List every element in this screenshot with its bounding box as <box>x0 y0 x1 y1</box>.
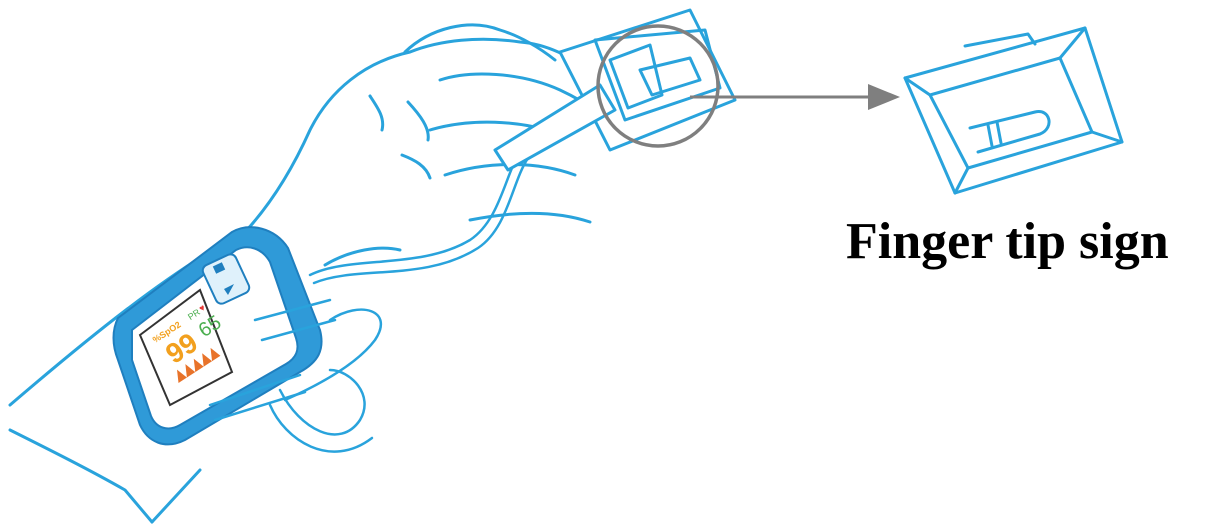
finger-tip-sign-icon <box>905 28 1122 193</box>
finger-tip-sign-caption: Finger tip sign <box>846 216 1169 268</box>
sensor-cable <box>285 152 528 400</box>
finger-clip-sensor <box>495 10 735 170</box>
